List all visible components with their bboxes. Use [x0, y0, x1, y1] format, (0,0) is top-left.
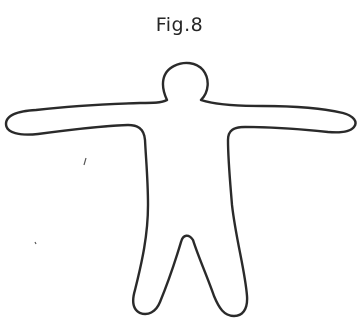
- body-outline: [6, 63, 356, 316]
- stray-mark-small: [35, 242, 36, 244]
- stray-mark: [84, 158, 86, 165]
